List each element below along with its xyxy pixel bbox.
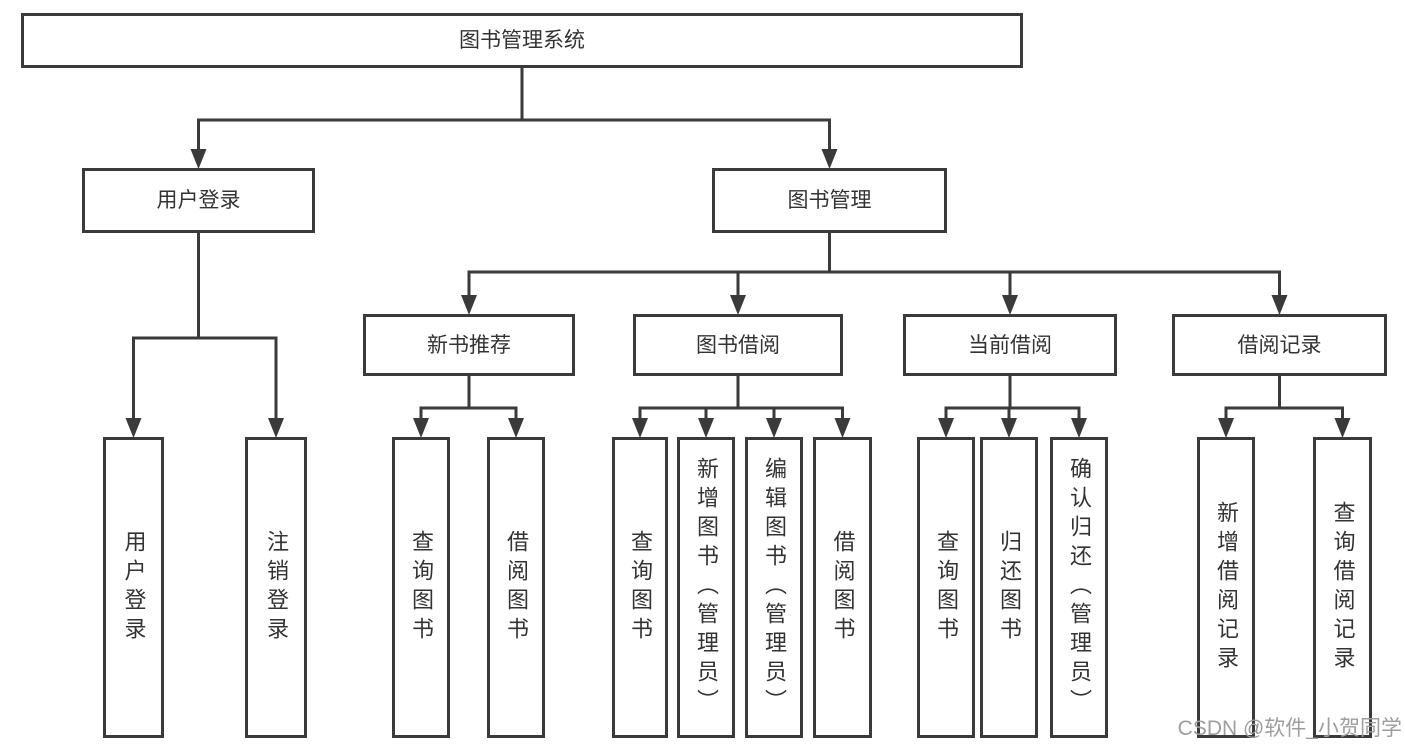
arrowhead-leaf-cb-return [1001, 418, 1017, 438]
arrowhead-leaf-bb-add [698, 418, 714, 438]
node-label-leaf-bb-add: 新增图书（管理员） [694, 457, 719, 718]
node-new-book-rec: 新书推荐 [363, 314, 575, 376]
node-leaf-bb-add: 新增图书（管理员） [677, 437, 735, 738]
watermark: CSDN @软件_小贺同学 [1177, 717, 1402, 740]
node-borrow-records: 借阅记录 [1172, 314, 1387, 376]
arrowhead-leaf-nb-query [413, 418, 429, 438]
node-label-leaf-bb-query: 查询图书 [628, 529, 653, 646]
node-leaf-nb-borrow: 借阅图书 [487, 437, 545, 738]
node-leaf-cb-confirm: 确认归还（管理员） [1050, 437, 1108, 738]
node-leaf-rec-add: 新增借阅记录 [1197, 437, 1255, 738]
node-label-current-borrow: 当前借阅 [968, 333, 1052, 357]
arrowhead-leaf-bb-query [632, 418, 648, 438]
node-leaf-cb-query: 查询图书 [917, 437, 975, 738]
node-label-leaf-nb-query: 查询图书 [409, 529, 434, 646]
node-label-leaf-cb-confirm: 确认归还（管理员） [1067, 457, 1092, 718]
node-label-leaf-cb-query: 查询图书 [934, 529, 959, 646]
node-label-new-book-rec: 新书推荐 [427, 333, 511, 357]
node-label-root: 图书管理系统 [459, 29, 585, 52]
node-label-borrow-records: 借阅记录 [1237, 333, 1322, 357]
node-current-borrow: 当前借阅 [903, 314, 1117, 376]
node-leaf-bb-edit: 编辑图书（管理员） [745, 437, 803, 738]
arrowhead-leaf-rec-query [1334, 418, 1351, 438]
arrowhead-leaf-cb-query [938, 418, 954, 438]
arrowhead-borrow-records [1271, 295, 1288, 315]
arrowhead-leaf-cb-confirm [1071, 418, 1087, 438]
node-book-borrow: 图书借阅 [633, 314, 843, 376]
arrowhead-user-login-group [190, 149, 207, 169]
node-leaf-user-login: 用户登录 [103, 437, 164, 738]
node-label-leaf-bb-edit: 编辑图书（管理员） [762, 457, 787, 718]
node-leaf-logout: 注销登录 [245, 437, 307, 738]
node-leaf-rec-query: 查询借阅记录 [1313, 437, 1372, 738]
arrowhead-leaf-user-login [125, 418, 142, 438]
node-label-leaf-rec-query: 查询借阅记录 [1330, 500, 1356, 675]
node-book-mgmt: 图书管理 [712, 168, 947, 233]
node-label-leaf-rec-add: 新增借阅记录 [1214, 500, 1239, 675]
node-label-leaf-bb-borrow: 借阅图书 [830, 529, 856, 646]
node-label-leaf-user-login: 用户登录 [121, 529, 147, 646]
node-label-leaf-cb-return: 归还图书 [997, 529, 1022, 646]
node-root: 图书管理系统 [21, 13, 1023, 68]
arrowhead-current-borrow [1002, 295, 1018, 315]
node-user-login-group: 用户登录 [82, 168, 315, 233]
arrowhead-book-mgmt [821, 149, 838, 169]
node-label-leaf-nb-borrow: 借阅图书 [504, 529, 529, 646]
node-label-book-borrow: 图书借阅 [696, 333, 780, 357]
arrowhead-book-borrow [730, 295, 746, 315]
node-leaf-cb-return: 归还图书 [980, 437, 1038, 738]
node-leaf-bb-query: 查询图书 [612, 437, 668, 738]
arrowhead-leaf-nb-borrow [508, 418, 524, 438]
node-leaf-bb-borrow: 借阅图书 [813, 437, 872, 738]
arrowhead-new-book-rec [461, 295, 477, 315]
node-label-book-mgmt: 图书管理 [787, 189, 872, 212]
node-label-leaf-logout: 注销登录 [264, 529, 289, 646]
arrowhead-leaf-rec-add [1218, 418, 1234, 438]
node-leaf-nb-query: 查询图书 [392, 437, 450, 738]
arrowhead-leaf-bb-borrow [834, 418, 851, 438]
arrowhead-leaf-bb-edit [766, 418, 782, 438]
node-label-user-login-group: 用户登录 [156, 189, 241, 212]
arrowhead-leaf-logout [268, 418, 284, 438]
